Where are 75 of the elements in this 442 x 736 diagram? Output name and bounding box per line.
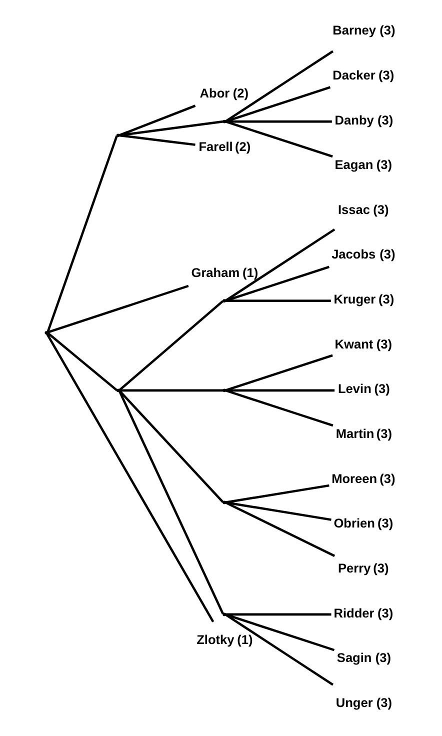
connector	[118, 390, 224, 614]
node-label: (3)	[376, 516, 393, 531]
connector	[46, 333, 214, 622]
connector	[224, 501, 331, 521]
node-label: (3)	[378, 67, 394, 82]
node-text: Ridder	[333, 605, 374, 620]
node-point	[222, 612, 226, 616]
connector	[46, 136, 118, 333]
connector	[224, 120, 332, 158]
connector	[225, 389, 334, 392]
connector	[225, 613, 331, 616]
connector	[118, 134, 195, 146]
node-text: Eagan	[334, 157, 373, 172]
node-label: (1)	[236, 632, 252, 647]
node-label: (3)	[376, 426, 392, 441]
node-text: Sagin	[336, 650, 372, 666]
node-label: (3)	[376, 694, 392, 710]
node-label: (3)	[378, 292, 394, 307]
connector	[224, 613, 334, 652]
connector	[224, 354, 332, 392]
connector	[118, 104, 196, 136]
connector	[224, 501, 335, 558]
connector	[224, 50, 334, 122]
node-text: Graham	[190, 264, 240, 280]
node-text: Farell	[198, 138, 232, 154]
node-point	[44, 331, 48, 334]
node-text: Danby	[334, 112, 374, 128]
node-label: (3)	[374, 650, 390, 666]
node-point	[116, 134, 120, 138]
node-label: (3)	[379, 246, 395, 262]
node-text: Obrien	[333, 516, 374, 531]
node-text: Jacobs	[331, 246, 376, 262]
connector	[118, 390, 224, 503]
node-text: Dacker	[332, 67, 375, 82]
node-text: Unger	[335, 694, 372, 710]
node-label: (2)	[234, 138, 250, 154]
node-text: Barney	[332, 22, 376, 38]
node-label: (2)	[232, 86, 248, 101]
connector	[224, 228, 335, 302]
connector	[118, 120, 223, 136]
node-text: Levin	[337, 381, 371, 396]
node-text: Kruger	[333, 292, 376, 307]
node-label: (3)	[372, 202, 388, 217]
node-text: Martin	[335, 426, 374, 441]
node-label: (1)	[242, 264, 258, 280]
node-text: Moreen	[331, 470, 377, 486]
node-point	[222, 388, 226, 392]
node-point	[116, 388, 120, 392]
connector	[225, 300, 330, 302]
node-point	[222, 500, 226, 504]
node-label: (3)	[376, 605, 393, 620]
connector	[46, 284, 188, 334]
node-label: (3)	[372, 560, 388, 576]
connector	[118, 389, 222, 392]
node-label: (3)	[376, 157, 392, 172]
connector	[224, 266, 330, 302]
connector	[46, 332, 118, 392]
node-text: Zlotky	[196, 632, 234, 647]
node-label: (3)	[379, 470, 395, 486]
node-text: Perry	[337, 560, 370, 576]
connector	[224, 389, 333, 427]
node-point	[222, 299, 226, 302]
node-label: (3)	[376, 336, 392, 352]
node-label: (3)	[379, 22, 395, 38]
node-point	[222, 120, 226, 124]
node-label: (3)	[374, 381, 390, 396]
connector	[118, 300, 224, 392]
node-text: Abor	[199, 86, 230, 101]
node-label: (3)	[376, 112, 393, 128]
connector	[225, 120, 332, 123]
connector	[224, 484, 329, 504]
connector	[224, 614, 334, 686]
node-text: Kwant	[334, 336, 373, 352]
node-text: Issac	[337, 202, 370, 217]
connector	[224, 86, 330, 123]
